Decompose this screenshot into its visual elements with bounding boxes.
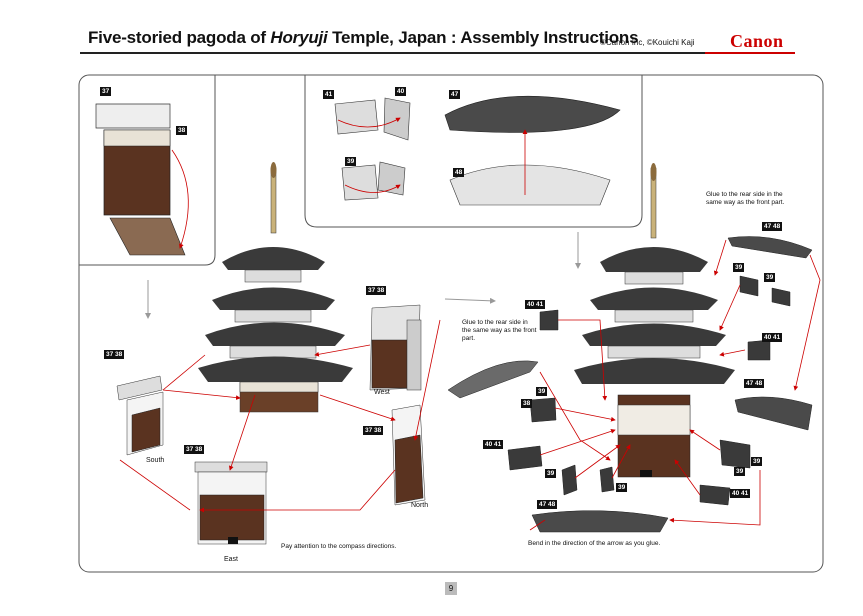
badge-part-37: 37 [100, 87, 112, 96]
wall-part-west [369, 304, 422, 391]
badge-part-47-48-c: 47 48 [537, 500, 558, 509]
page-number: 9 [445, 582, 457, 595]
badge-part-37-38-west: 37 38 [366, 286, 387, 295]
badge-part-40-41-b: 40 41 [762, 333, 783, 342]
parts-39-40-41-inset [334, 95, 621, 206]
badge-part-48: 48 [453, 168, 465, 177]
badge-part-41: 41 [323, 90, 335, 99]
guide-lines-right [529, 239, 821, 531]
roof-parts-right [447, 236, 813, 533]
badge-part-37-38-east: 37 38 [184, 445, 205, 454]
inset-box-left [79, 75, 216, 266]
pagoda-left [198, 162, 353, 413]
badge-part-37-38-south: 37 38 [104, 350, 125, 359]
badge-part-39-inset: 39 [345, 157, 357, 166]
label-west: West [374, 389, 390, 396]
copyright-text: ©Canon Inc, ©Kouichi Kaji [600, 38, 695, 47]
badge-part-47: 47 [449, 90, 461, 99]
label-east: East [224, 556, 239, 563]
badge-part-38: 38 [176, 126, 188, 135]
header-rule-accent [705, 52, 795, 54]
part-37-38-inset [95, 103, 189, 256]
guide-lines-left [119, 319, 441, 513]
wall-part-south [116, 375, 164, 456]
badge-part-40: 40 [395, 87, 407, 96]
flow-arrow-right [444, 297, 496, 304]
inset-box-center [304, 75, 643, 228]
badge-part-37-38-north: 37 38 [363, 426, 384, 435]
header-rule [80, 52, 705, 54]
badge-part-39-f: 39 [734, 467, 746, 476]
note-bend: Bend in the direction of the arrow as yo… [528, 540, 661, 547]
title-suffix: Temple, Japan : Assembly Instructions [327, 28, 639, 47]
badge-part-40-41-c: 40 41 [483, 440, 504, 449]
content-frame [78, 74, 824, 573]
title-italic: Horyuji [270, 28, 328, 47]
badge-part-40-41-a: 40 41 [525, 300, 546, 309]
label-south: South [146, 457, 165, 464]
page-title: Five-storied pagoda of Horyuji Temple, J… [88, 28, 639, 48]
note-compass: Pay attention to the compass directions. [281, 543, 397, 550]
badge-part-38-right: 38 [521, 399, 533, 408]
badge-part-39-d: 39 [545, 469, 557, 478]
badge-part-40-41-d: 40 41 [730, 489, 751, 498]
badge-part-39-g: 39 [751, 457, 763, 466]
badge-part-39-a: 39 [733, 263, 745, 272]
brand-logo: Canon [730, 31, 784, 51]
badge-part-39-e: 39 [616, 483, 628, 492]
badge-part-47-48-a: 47 48 [762, 222, 783, 231]
label-north: North [411, 502, 429, 509]
wall-part-east [194, 461, 268, 545]
bracket-parts-right [507, 275, 791, 506]
wall-part-north [391, 404, 426, 506]
note-glue-rear-top: Glue to the rear side in the same way as… [706, 191, 785, 206]
badge-part-39-c: 39 [536, 387, 548, 396]
badge-part-47-48-b: 47 48 [744, 379, 765, 388]
badge-part-39-b: 39 [764, 273, 776, 282]
title-prefix: Five-storied pagoda of [88, 28, 271, 47]
note-glue-rear-mid: Glue to the rear side in the same way as… [462, 319, 537, 342]
